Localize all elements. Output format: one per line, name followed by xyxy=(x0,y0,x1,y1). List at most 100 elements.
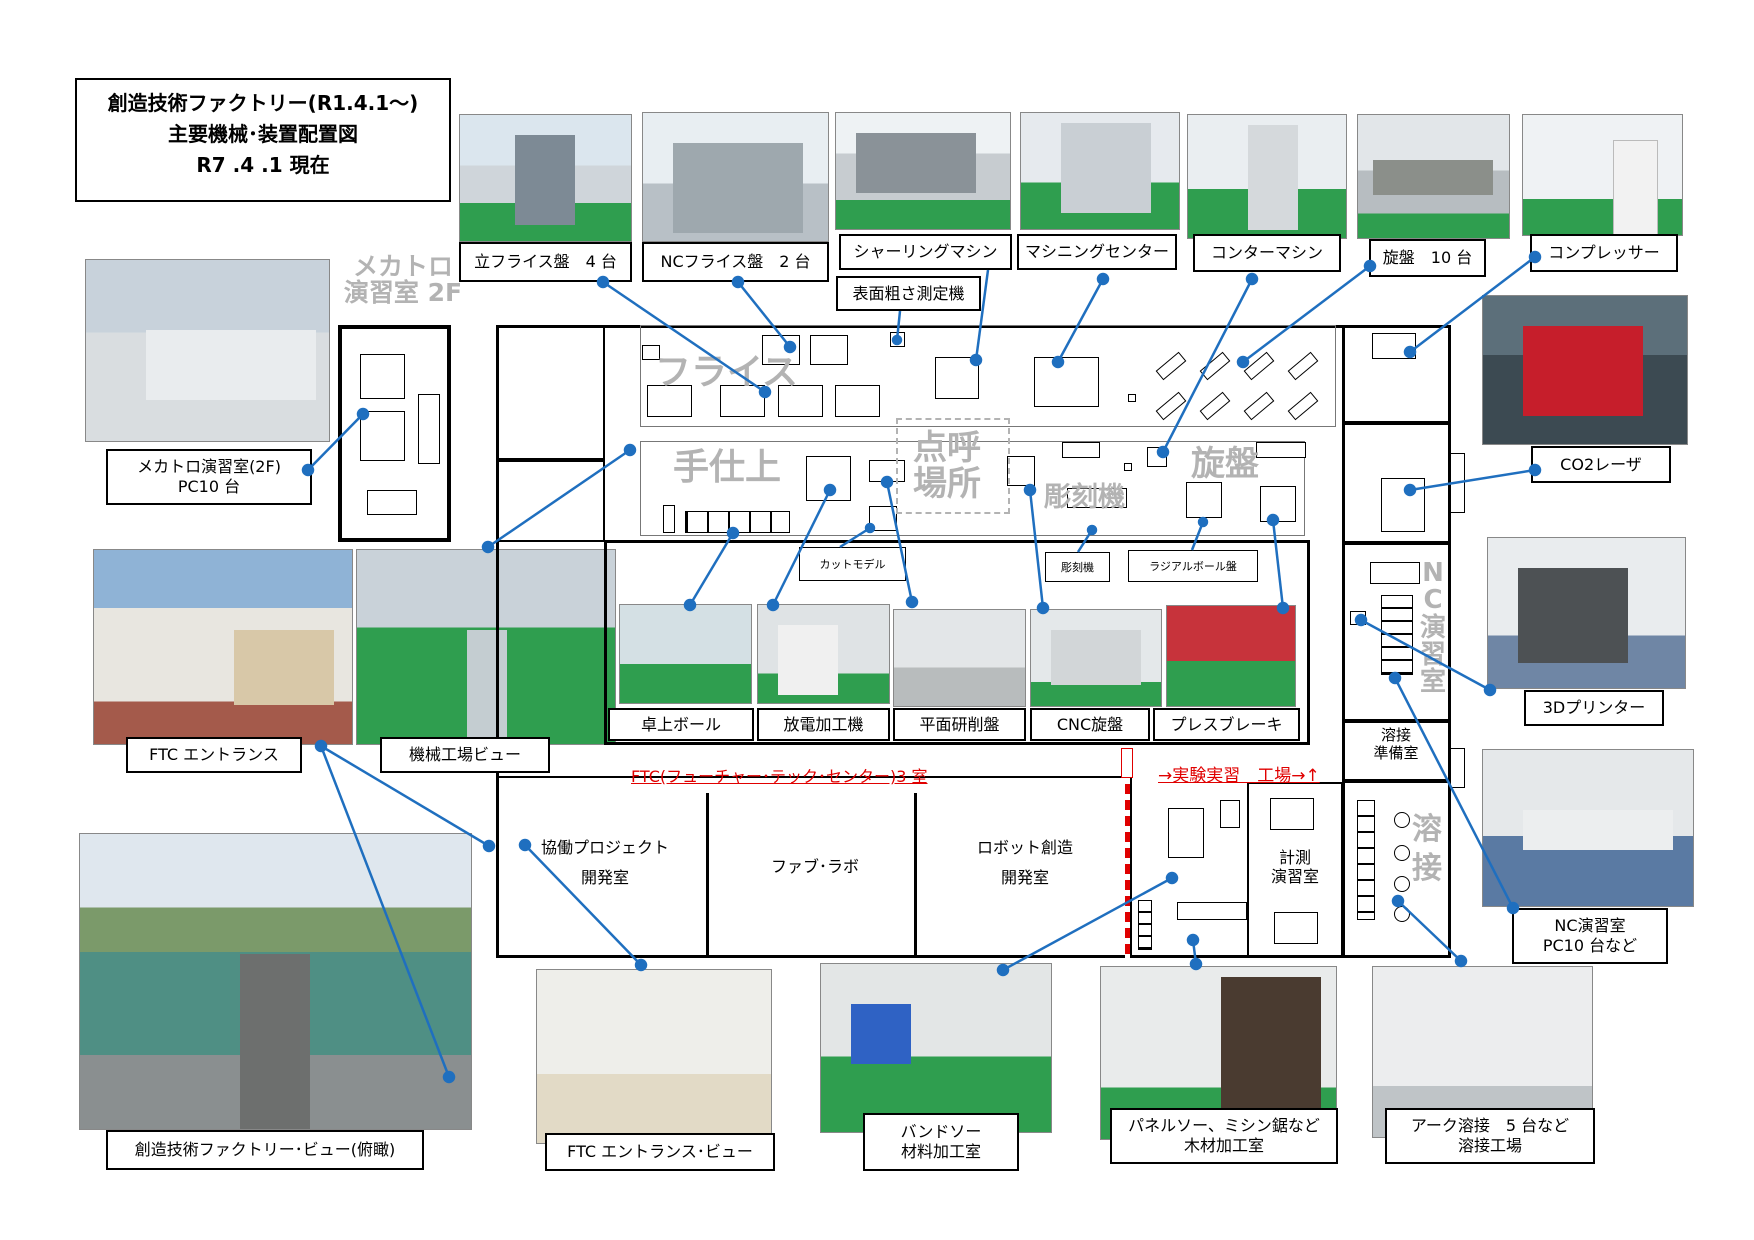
connector-lathe xyxy=(1242,265,1371,363)
connector-nc-frais xyxy=(737,281,791,348)
frais-machine-1 xyxy=(642,345,660,360)
photo-ftc-entrance xyxy=(93,549,353,745)
chokoku-area-label: 彫刻機 xyxy=(1044,482,1125,513)
connector-press-brake xyxy=(1271,519,1285,609)
machining-center-machine xyxy=(1034,357,1099,407)
label-tate-frais: 立フライス盤 4 台 xyxy=(459,242,632,282)
measure-room xyxy=(1247,782,1343,958)
photo-nc-frais xyxy=(642,112,829,242)
connector-mechatro xyxy=(307,413,364,471)
connector-edm xyxy=(771,489,832,606)
frais-machine-4 xyxy=(647,385,692,417)
weld-prep-label: 溶接 準備室 xyxy=(1373,726,1419,762)
machine-hall-upper xyxy=(640,325,1336,427)
label-contour: コンターマシン xyxy=(1193,234,1341,272)
label-engraver-small: 彫刻機 xyxy=(1045,552,1110,582)
lab-left-wall xyxy=(1130,760,1132,958)
label-press-brake: プレスブレーキ xyxy=(1153,708,1300,741)
connector-compressor xyxy=(1409,256,1536,353)
left-storage-room xyxy=(496,325,605,460)
bandsaw-machine xyxy=(1168,808,1204,858)
ftc-title: FTC(フューチャー･テック･センター)3 室 xyxy=(631,767,928,786)
nc-room-area-label: NC 演習室 xyxy=(1419,558,1446,698)
photo-machining xyxy=(1020,112,1180,230)
ftc-area-top-wall xyxy=(496,776,1131,778)
photo-3d-printer xyxy=(1487,537,1686,689)
label-ftc-entrance: FTC エントランス xyxy=(126,737,302,773)
photo-edm xyxy=(757,604,890,704)
frais-machine-3 xyxy=(810,335,848,365)
label-cut-model: カットモデル xyxy=(799,547,906,581)
ftc-divider-1 xyxy=(706,793,709,958)
photo-co2-laser xyxy=(1482,295,1688,445)
title-line-1: 創造技術ファクトリー(R1.4.1～) xyxy=(107,91,419,115)
photo-factory-view xyxy=(356,549,616,745)
measure-room-label: 計測 演習室 xyxy=(1270,848,1319,887)
photo-compressor xyxy=(1522,114,1683,236)
jikken-label: →実験実習 工場→↑ xyxy=(1158,766,1320,786)
frais-machine-7 xyxy=(835,385,880,417)
title-box: 創造技術ファクトリー(R1.4.1～) 主要機械･装置配置図 R7 .4 .1 … xyxy=(75,78,451,202)
press-brake-machine xyxy=(1260,486,1296,522)
connector-3d-printer xyxy=(1360,618,1491,692)
senban-area-label: 旋盤 xyxy=(1191,444,1259,484)
label-shearing: シャーリングマシン xyxy=(839,234,1012,270)
label-machining: マシニングセンター xyxy=(1017,234,1177,270)
frais-machine-5 xyxy=(720,385,765,417)
photo-overhead xyxy=(79,833,472,1130)
connector-factory-view xyxy=(487,448,631,549)
title-line-3: R7 .4 .1 現在 xyxy=(196,153,330,177)
frais-machine-6 xyxy=(778,385,823,417)
label-ftc-entrance-view: FTC エントランス･ビュー xyxy=(545,1133,775,1171)
mechatro-desk-2 xyxy=(360,411,405,461)
frais-area-label: フライス xyxy=(655,352,798,393)
connector-arc-weld xyxy=(1397,900,1462,962)
tenko-area-label: 点呼 場所 xyxy=(913,428,981,504)
weld-room xyxy=(1342,781,1451,958)
label-co2: CO2レーザ xyxy=(1531,446,1671,483)
title-line-2: 主要機械･装置配置図 xyxy=(168,122,358,146)
radial-drill xyxy=(1186,482,1222,518)
label-desk-drill: 卓上ボール xyxy=(608,708,754,741)
mechatro-cabinet xyxy=(418,394,440,464)
teshiage-area-label: 手仕上 xyxy=(673,447,782,488)
red-dash-line xyxy=(1125,752,1130,958)
weld-unit-1 xyxy=(1394,812,1410,828)
label-panelsaw: パネルソー、ミシン鋸など 木材加工室 xyxy=(1110,1108,1338,1164)
machine-hall-lower xyxy=(640,441,1305,536)
connector-bandsaw xyxy=(1002,876,1173,972)
label-surface-rough: 表面粗さ測定機 xyxy=(836,276,981,311)
label-edm: 放電加工機 xyxy=(757,708,890,741)
label-bandsaw: バンドソー 材料加工室 xyxy=(863,1113,1019,1171)
mechatro-area-title: メカトロ 演習室 2F xyxy=(343,252,463,308)
door-weld-right xyxy=(1450,748,1465,788)
connector-grinder xyxy=(885,481,914,603)
lathe-bench xyxy=(1256,442,1306,458)
left-storage-room-2 xyxy=(496,460,605,542)
measure-machine-2 xyxy=(1274,912,1318,944)
photo-bandsaw xyxy=(820,963,1052,1133)
label-mechatro-room: メカトロ演習室(2F) PC10 台 xyxy=(106,449,312,505)
cnc-lathe-machine xyxy=(1007,456,1035,486)
connector-overhead xyxy=(319,745,451,1078)
photo-cnc-lathe xyxy=(1030,609,1162,707)
measure-machine-1 xyxy=(1270,798,1314,830)
lab-shelf xyxy=(1138,900,1152,950)
label-arc-weld: アーク溶接 5 台など 溶接工場 xyxy=(1385,1108,1595,1164)
co2-laser-unit xyxy=(1381,478,1425,532)
mechatro-building xyxy=(338,325,451,542)
label-cnc-lathe: CNC旋盤 xyxy=(1030,708,1150,741)
label-3d-printer: 3Dプリンター xyxy=(1524,690,1664,726)
weld-area-label: 溶 接 xyxy=(1412,812,1442,886)
label-compressor: コンプレッサー xyxy=(1530,234,1678,272)
connector-ftc-entrance xyxy=(320,744,490,848)
fab-room-label: ファブ･ラボ xyxy=(770,857,859,876)
connector-shearing xyxy=(974,269,990,361)
ftc-divider-2 xyxy=(914,793,917,958)
connector-desk-drill xyxy=(688,532,735,606)
connector-tate-frais xyxy=(602,280,766,394)
door-nc-left xyxy=(1121,748,1133,778)
tenko-area xyxy=(896,418,1010,514)
robot-room-label: ロボット創造 開発室 xyxy=(976,838,1073,888)
